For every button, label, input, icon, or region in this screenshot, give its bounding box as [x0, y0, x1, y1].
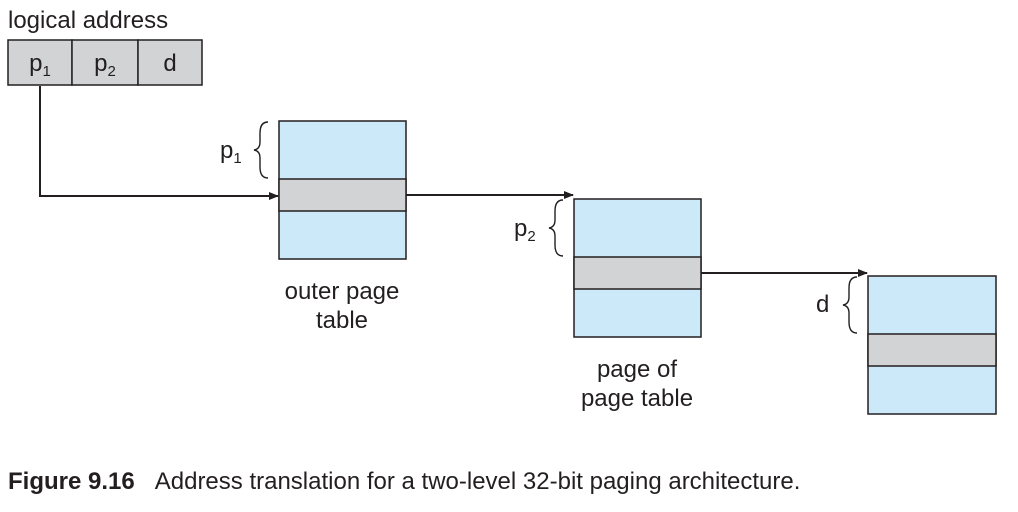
page-of-page-table-label-line1: page of — [597, 356, 677, 383]
page-of-page-table — [573, 198, 702, 338]
outer-page-table — [278, 120, 407, 260]
address-field-d: d — [163, 50, 176, 77]
page-of-page-table-label-line2: page table — [581, 385, 693, 412]
address-field-p2-box — [71, 39, 139, 86]
physical-page — [867, 275, 997, 415]
figure-caption-text: Address translation for a two-level 32-b… — [154, 468, 801, 495]
address-field-p2: p2 — [94, 50, 116, 80]
inner-table-index-label: p2 — [514, 215, 536, 245]
d-offset-brace — [842, 276, 858, 334]
page-of-page-table-entry — [573, 256, 702, 290]
page-offset-label: d — [816, 291, 829, 318]
outer-table-index-label: p1 — [220, 137, 242, 167]
figure-number: Figure 9.16 — [8, 468, 135, 495]
physical-page-entry — [867, 333, 997, 367]
outer-page-table-label-line2: table — [316, 307, 368, 334]
logical-address-box: p1 p2 d — [7, 39, 203, 86]
address-field-p1-box — [7, 39, 73, 86]
address-field-p1: p1 — [29, 50, 51, 80]
logical-address-label: logical address — [8, 7, 168, 34]
figure-caption: Figure 9.16 Address translation for a tw… — [8, 468, 1013, 496]
outer-page-table-label-line1: outer page — [285, 278, 400, 305]
p1-arrow — [39, 86, 279, 200]
p2-offset-brace — [548, 199, 564, 257]
p1-offset-brace — [253, 121, 269, 179]
address-field-d-box — [137, 39, 203, 86]
outer-page-table-entry — [278, 178, 407, 212]
